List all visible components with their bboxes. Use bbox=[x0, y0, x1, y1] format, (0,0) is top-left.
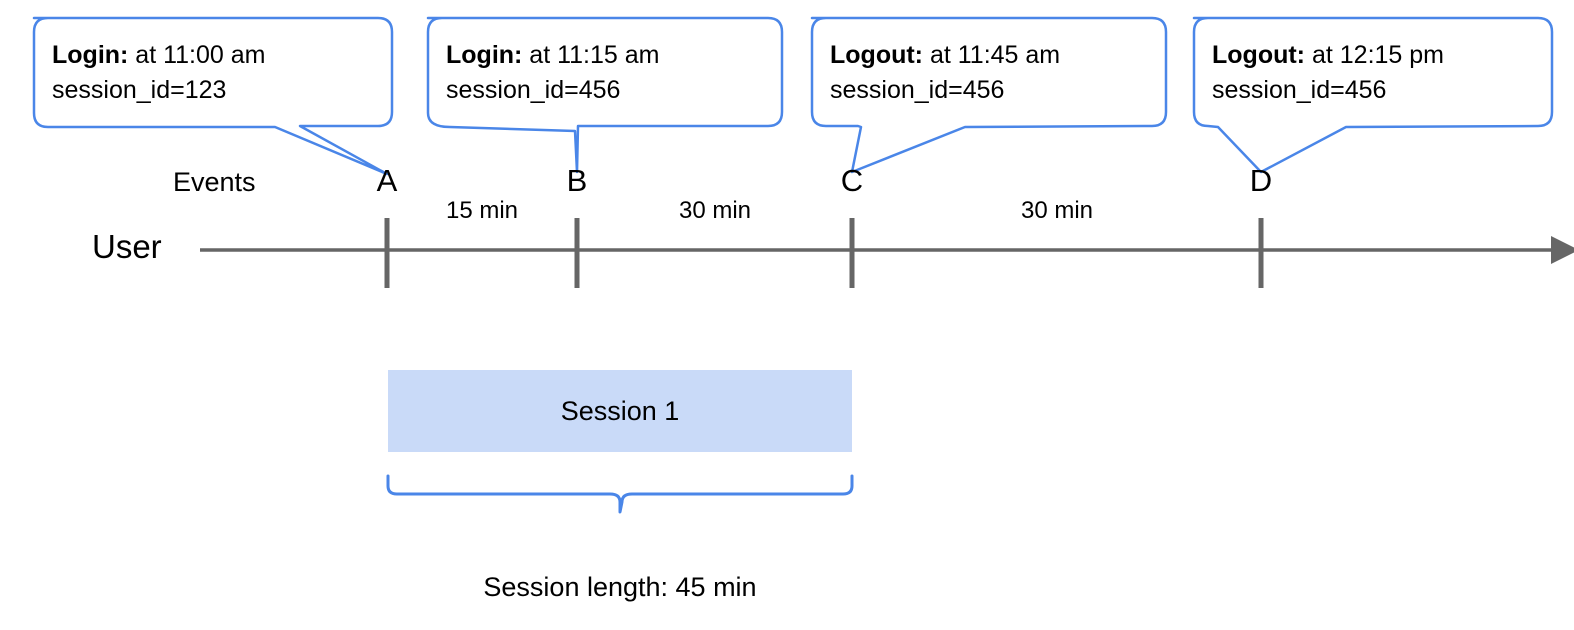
callout-bubble-c bbox=[810, 16, 1168, 174]
session-bar[interactable]: Session 1 bbox=[388, 370, 852, 452]
events-row-label: Events bbox=[173, 167, 256, 197]
interval-label-ab: 15 min bbox=[445, 197, 519, 224]
event-marker-label-c: C bbox=[840, 163, 864, 198]
user-row-label: User bbox=[92, 228, 162, 265]
event-marker-label-d: D bbox=[1249, 163, 1273, 198]
interval-label-bc: 30 min bbox=[678, 197, 752, 224]
callout-bubble-a bbox=[32, 16, 394, 176]
callout-bubble-d bbox=[1192, 16, 1554, 174]
session-brace bbox=[386, 474, 854, 514]
event-marker-label-a: A bbox=[376, 163, 398, 198]
event-marker-label-b: B bbox=[566, 163, 588, 198]
interval-label-cd: 30 min bbox=[1020, 197, 1094, 224]
callout-bubble-b bbox=[426, 16, 784, 174]
session-length-caption: Session length: 45 min bbox=[483, 572, 757, 602]
session-bar-label: Session 1 bbox=[560, 395, 680, 426]
